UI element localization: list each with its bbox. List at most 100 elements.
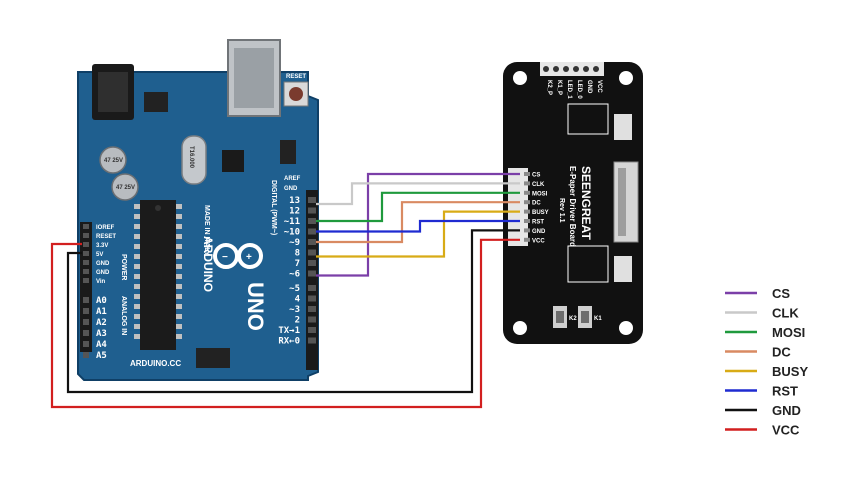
analog-pin-label: A3 — [96, 329, 107, 339]
legend-label: RST — [772, 384, 798, 399]
digital-pin-socket — [308, 306, 316, 312]
digital-pin-socket — [308, 316, 316, 323]
arduino-website: ARDUINO.CC — [130, 359, 181, 368]
power-pin-label: IOREF — [96, 225, 115, 231]
icsp-header-2 — [196, 348, 230, 368]
power-pin-socket — [83, 242, 89, 247]
top-header-label: LED_1 — [566, 80, 572, 99]
top-pin-header — [540, 62, 604, 76]
digital-pin-label: TX→1 — [278, 326, 300, 336]
svg-text:−: − — [222, 252, 228, 263]
digital-pin-label: 7 — [295, 259, 300, 269]
connector-pin-label: VCC — [532, 238, 545, 244]
switch-1[interactable] — [614, 114, 632, 140]
made-in-italy: MADE IN ITALY — [203, 205, 210, 256]
legend-label: VCC — [772, 423, 800, 438]
svg-text:K2: K2 — [569, 316, 577, 322]
analog-pin-socket — [83, 308, 89, 314]
digital-pin-label: ~11 — [284, 217, 300, 227]
svg-text:RESET: RESET — [286, 74, 306, 80]
svg-text:47 25V: 47 25V — [104, 158, 123, 164]
wire-dc — [316, 201, 520, 244]
power-pin-label: GND — [96, 270, 110, 276]
voltage-regulator — [144, 92, 168, 112]
power-pin-socket — [83, 278, 89, 283]
analog-pin-label: A5 — [96, 351, 107, 361]
top-header-label: LED_0 — [576, 80, 582, 99]
digital-pin-socket — [308, 260, 316, 266]
k2-button[interactable]: K2 — [553, 306, 577, 328]
analog-pin-socket — [83, 341, 89, 347]
reset-button[interactable]: RESET — [283, 74, 309, 107]
digital-pin-socket — [308, 218, 316, 224]
wire-gnd — [66, 229, 520, 394]
digital-pin-socket — [308, 295, 316, 302]
power-pin-socket — [83, 233, 89, 238]
top-header-label: K1_P — [556, 80, 562, 95]
analog-pin-socket — [83, 297, 89, 303]
digital-pin-label: RX←0 — [278, 337, 300, 347]
connector-pin-label: DC — [532, 201, 541, 207]
top-header-pin — [553, 66, 559, 72]
digital-pin-label: 12 — [289, 207, 300, 217]
digital-pin-label: ~10 — [284, 228, 300, 238]
top-header-label: VCC — [596, 80, 602, 93]
digital-pin-label: 4 — [295, 295, 301, 305]
top-header-pin — [593, 66, 599, 72]
top-header-pin — [563, 66, 569, 72]
digital-pin-label: 13 — [289, 196, 300, 206]
digital-pin-socket — [308, 327, 316, 333]
power-pin-label: RESET — [96, 234, 116, 240]
connector-pin-label: GND — [532, 229, 546, 235]
analog-pin-socket — [83, 330, 89, 336]
switch-2[interactable] — [614, 256, 632, 282]
svg-text:DIGITAL (PWM~): DIGITAL (PWM~) — [270, 180, 277, 235]
digital-pin-socket — [308, 239, 316, 245]
connector-pin-label: MOSI — [532, 191, 548, 197]
svg-text:T16.000: T16.000 — [188, 146, 194, 169]
power-pin-socket — [83, 224, 89, 229]
svg-text:+: + — [246, 252, 252, 263]
top-header-label: K2_P — [546, 80, 552, 95]
digital-pin-label: ~5 — [289, 284, 300, 294]
connector-pin-label: BUSY — [532, 210, 549, 216]
svg-text:GND: GND — [284, 186, 298, 192]
wires — [50, 172, 520, 409]
atmega-chip — [140, 200, 176, 350]
wire-cs — [316, 172, 520, 277]
digital-pin-socket — [308, 270, 316, 277]
svg-text:POWER: POWER — [120, 254, 127, 280]
k1-button[interactable]: K1 — [578, 306, 602, 328]
top-header-pin — [543, 66, 549, 72]
digital-pin-socket — [308, 228, 316, 235]
uno-label: UNO — [243, 282, 268, 331]
analog-pin-socket — [83, 319, 89, 325]
digital-pin-socket — [308, 285, 316, 291]
arduino-uno-board: 47 25V 47 25V T16.000 RESET − + ARDUINO — [77, 39, 319, 381]
epaper-8pin-connector — [508, 168, 528, 246]
digital-pin-label: ~3 — [289, 305, 300, 315]
digital-pin-label: ~9 — [289, 238, 300, 248]
digital-pin-socket — [308, 207, 316, 214]
top-header-pin — [573, 66, 579, 72]
digital-pin-socket — [308, 337, 316, 344]
power-pin-label: 5V — [96, 252, 103, 258]
usb-chip — [222, 150, 244, 172]
legend-label: BUSY — [772, 364, 808, 379]
wire-mosi — [316, 191, 520, 223]
power-pin-socket — [83, 260, 89, 265]
legend-label: DC — [772, 345, 791, 360]
svg-text:ARDUINO: ARDUINO — [201, 236, 215, 292]
power-pin-socket — [83, 251, 89, 256]
digital-pin-label: ~6 — [289, 270, 300, 280]
power-pin-label: GND — [96, 261, 110, 267]
power-pin-label: Vin — [96, 279, 106, 285]
power-pin-label: 3.3V — [96, 243, 108, 249]
wire-rst — [316, 219, 520, 233]
connector-pin-label: CS — [532, 173, 540, 179]
svg-text:AREF: AREF — [284, 176, 301, 182]
digital-pin-label: 2 — [295, 316, 300, 326]
crystal-oscillator: T16.000 — [181, 135, 207, 185]
